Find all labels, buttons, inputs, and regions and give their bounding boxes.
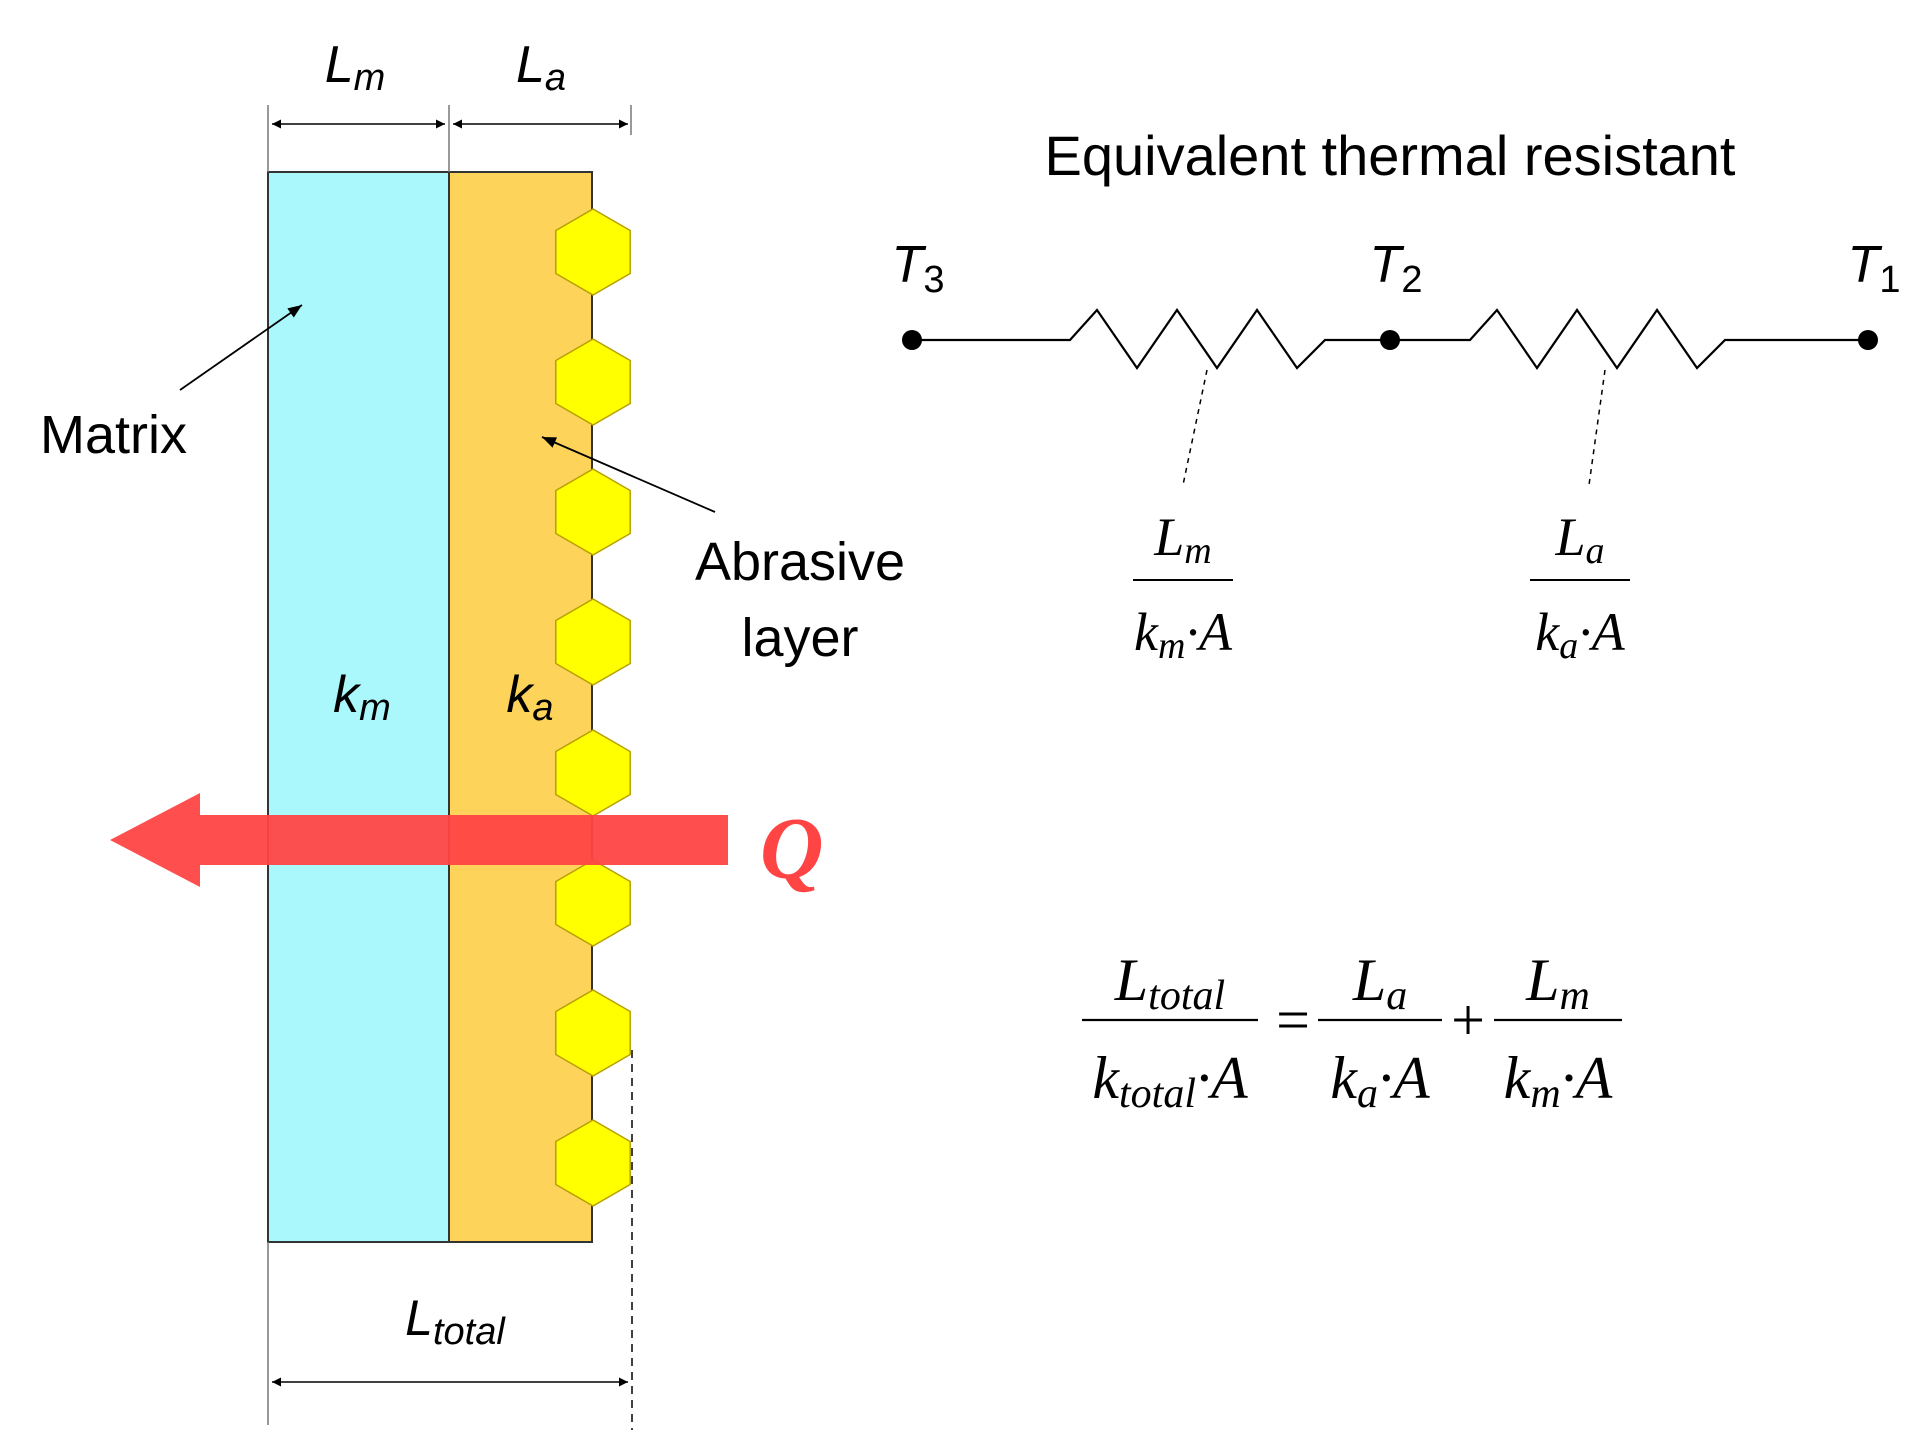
heat-flow-label: Q bbox=[760, 801, 824, 898]
abrasive-grain-2 bbox=[555, 338, 631, 426]
top-dimensions bbox=[267, 105, 632, 172]
abrasive-label-line2: layer bbox=[741, 608, 858, 668]
eq-term2-denominator: km·A bbox=[1504, 1045, 1613, 1117]
heat-flow-arrow bbox=[110, 793, 728, 887]
abrasive-grain-8 bbox=[555, 1119, 631, 1207]
node-t2-label: T2 bbox=[1370, 236, 1423, 301]
eq-lhs-denominator: ktotal·A bbox=[1092, 1045, 1248, 1117]
layered-wall bbox=[267, 171, 631, 1243]
abrasive-layer bbox=[448, 171, 593, 1243]
resistor-1 bbox=[912, 308, 1390, 370]
resistor-1-numerator: Lm bbox=[1153, 507, 1212, 572]
matrix-label: Matrix bbox=[40, 405, 187, 465]
abrasive-callout-arrow bbox=[541, 436, 716, 513]
abrasive-grains bbox=[555, 208, 631, 1207]
node-t2 bbox=[1380, 330, 1400, 350]
lm-dimension-label: Lm bbox=[325, 36, 386, 99]
resistor-1-value: Lm km·A bbox=[1133, 507, 1233, 667]
node-t3 bbox=[902, 330, 922, 350]
eq-term2-numerator: Lm bbox=[1525, 947, 1590, 1019]
matrix-layer bbox=[267, 171, 450, 1243]
resistor-2-numerator: La bbox=[1554, 507, 1604, 572]
abrasive-grain-4 bbox=[555, 598, 631, 686]
ltotal-dimension-label: Ltotal bbox=[405, 1290, 506, 1353]
bottom-dimension bbox=[267, 1050, 633, 1430]
resistor-2-value: La ka·A bbox=[1530, 507, 1630, 667]
abrasive-grain-1 bbox=[555, 208, 631, 296]
resistor-2-denominator: ka·A bbox=[1535, 602, 1625, 667]
eq-term1-numerator: La bbox=[1352, 947, 1407, 1019]
abrasive-grain-3 bbox=[555, 468, 631, 556]
abrasive-grain-7 bbox=[555, 989, 631, 1077]
total-resistance-equation: Ltotal ktotal·A = La ka·A + Lm km·A bbox=[1082, 947, 1622, 1117]
abrasive-grain-6 bbox=[555, 859, 631, 947]
eq-plus: + bbox=[1451, 987, 1485, 1053]
circuit-title: Equivalent thermal resistant bbox=[1044, 124, 1735, 187]
la-dimension-label: La bbox=[516, 36, 566, 99]
matrix-conductivity-label: km bbox=[333, 666, 391, 729]
eq-term1-denominator: ka·A bbox=[1330, 1045, 1430, 1117]
resistor-2 bbox=[1390, 308, 1868, 370]
circuit-wire bbox=[912, 308, 1868, 486]
node-t3-label: T3 bbox=[892, 236, 945, 301]
matrix-callout-arrow bbox=[179, 304, 303, 391]
node-t1-label: T1 bbox=[1848, 236, 1901, 301]
eq-lhs-numerator: Ltotal bbox=[1114, 947, 1225, 1019]
eq-equals: = bbox=[1276, 987, 1310, 1053]
resistor-1-denominator: km·A bbox=[1134, 602, 1233, 667]
abrasive-conductivity-label: ka bbox=[506, 666, 553, 729]
node-t1 bbox=[1858, 330, 1878, 350]
abrasive-label-line1: Abrasive bbox=[695, 532, 905, 592]
